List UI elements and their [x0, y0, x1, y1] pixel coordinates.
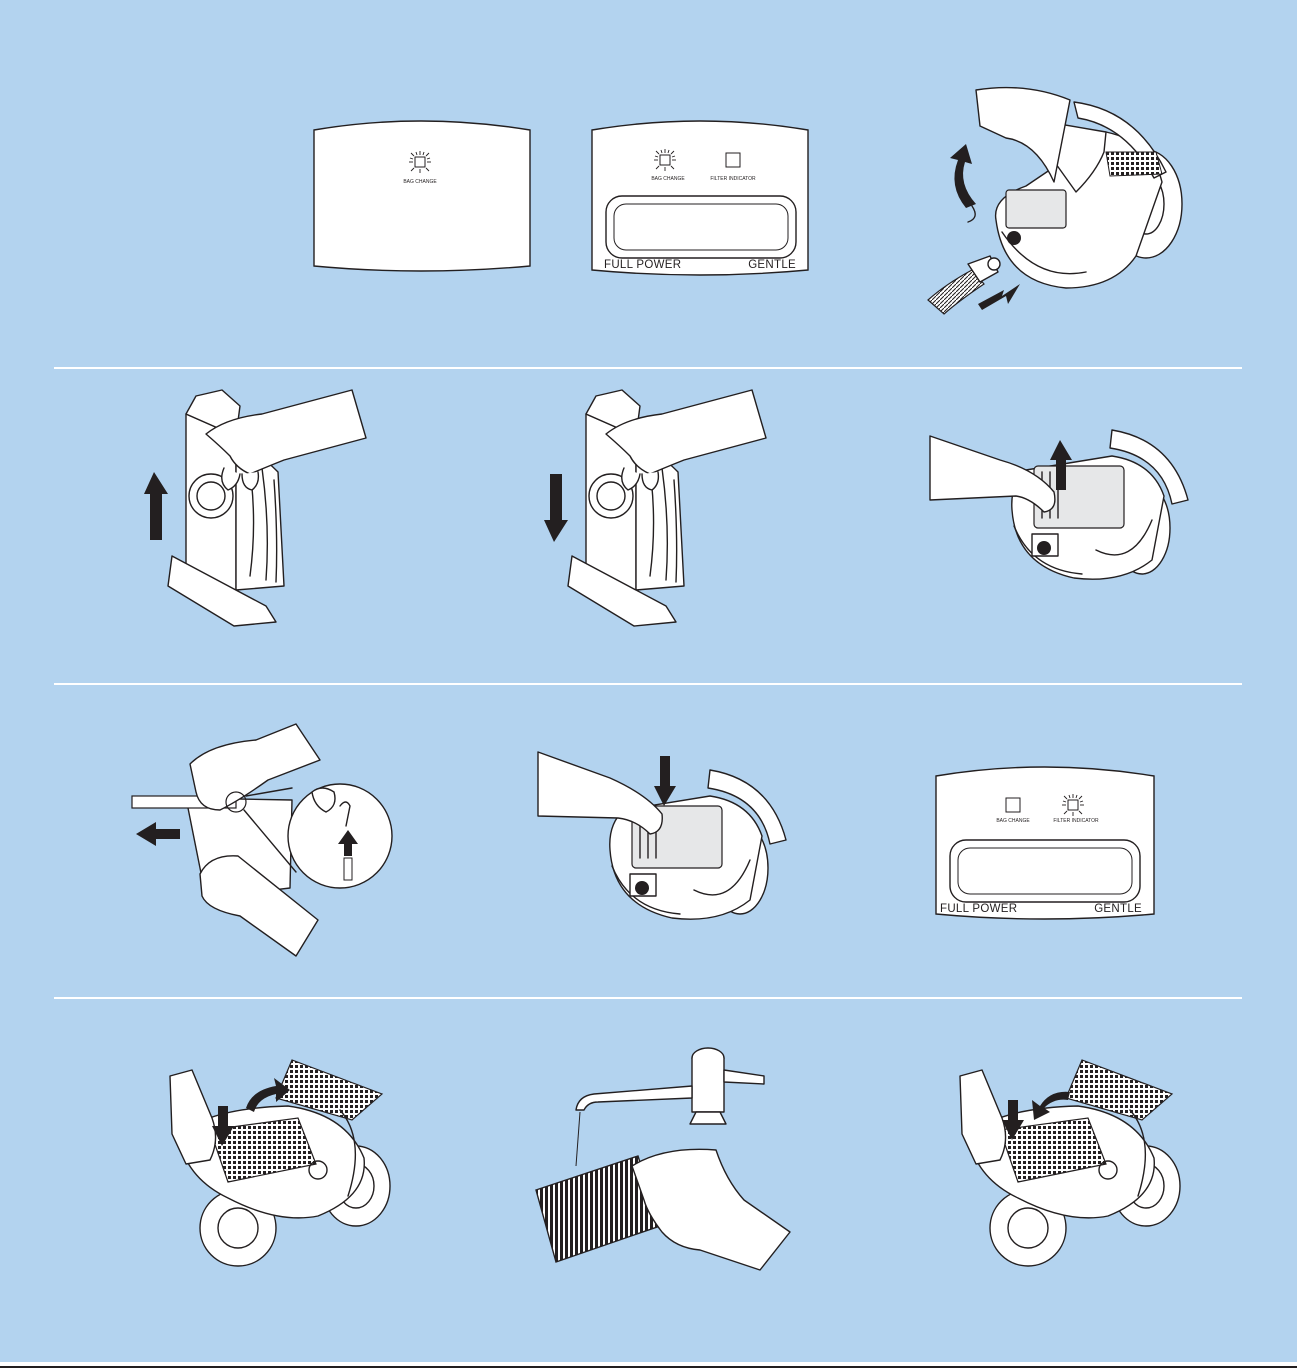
full-power-label: FULL POWER — [940, 903, 1017, 915]
power-slider-track — [606, 196, 796, 258]
arrow-down-icon — [654, 756, 676, 806]
gentle-label: GENTLE — [748, 259, 796, 271]
hand-icon — [632, 1149, 790, 1270]
hand-icon — [170, 1070, 216, 1164]
arrow-left-icon — [136, 822, 180, 846]
arrow-down-icon — [544, 474, 568, 542]
peel-filter-strip-illustration — [132, 724, 392, 956]
water-tap-icon — [576, 1048, 764, 1124]
indicator-panel-bag-only: BAG CHANGE — [314, 121, 530, 271]
hand-icon — [190, 724, 320, 810]
insert-filter-illustration — [538, 752, 786, 919]
remove-dust-bag-illustration — [144, 390, 366, 626]
indicator-lit-icon — [1062, 794, 1084, 816]
dust-bag-icon — [568, 390, 766, 626]
page-bottom-line — [0, 1366, 1297, 1368]
open-exhaust-filter-illustration — [170, 1060, 390, 1266]
bag-change-label: BAG CHANGE — [403, 179, 437, 185]
bag-change-label: BAG CHANGE — [996, 818, 1030, 824]
section-divider — [54, 683, 1242, 685]
gentle-label: GENTLE — [1094, 903, 1142, 915]
section-divider — [54, 367, 1242, 369]
dust-bag-icon — [168, 390, 366, 626]
hand-icon — [538, 752, 662, 834]
close-exhaust-filter-illustration — [960, 1060, 1180, 1266]
hand-icon — [960, 1070, 1006, 1164]
indicator-unlit-icon — [726, 153, 740, 167]
section-divider — [54, 997, 1242, 999]
rinse-filter-illustration — [536, 1048, 790, 1270]
indicator-lit-icon — [654, 149, 676, 171]
indicator-unlit-icon — [1006, 798, 1020, 812]
full-power-label: FULL POWER — [604, 259, 681, 271]
power-slider-track — [950, 840, 1140, 902]
detail-magnifier — [288, 784, 392, 888]
bag-change-label: BAG CHANGE — [651, 176, 685, 182]
filter-indicator-label: FILTER INDICATOR — [710, 176, 756, 182]
indicator-lit-icon — [409, 151, 431, 173]
insert-dust-bag-illustration — [544, 390, 766, 626]
remove-filter-illustration — [930, 430, 1188, 579]
vacuum-open-lid-hose-illustration — [928, 88, 1182, 314]
indicator-panel-full: BAG CHANGE FILTER INDICATOR FULL POWER G… — [592, 121, 808, 275]
vacuum-cleaner-icon — [976, 88, 1182, 288]
filter-indicator-label: FILTER INDICATOR — [1053, 818, 1099, 824]
arrow-up-icon — [144, 472, 168, 540]
indicator-panel-filter: BAG CHANGE FILTER INDICATOR FULL POWER G… — [936, 767, 1154, 919]
curved-arrow-icon — [950, 144, 976, 208]
arrow-left-icon — [978, 284, 1020, 310]
